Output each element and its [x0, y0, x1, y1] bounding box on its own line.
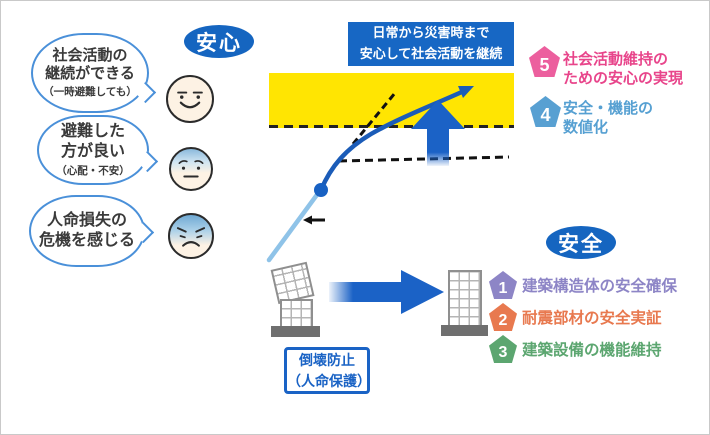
bubble-danger-line1: 人命損失の — [46, 212, 127, 230]
goal-4-text: 安全・機能の 数値化 — [563, 99, 653, 137]
bubble-evacuate-line1: 避難した — [60, 123, 125, 141]
worried-face-icon — [169, 147, 213, 191]
collapse-box-line2: （人命保護） — [287, 372, 371, 389]
goal-5-pentagon: 5 — [529, 46, 560, 77]
happy-face-icon — [166, 75, 214, 123]
goal-1-pentagon: 1 — [489, 271, 517, 299]
current-level-dashed-line — [338, 155, 510, 163]
goal-1-text: 建築構造体の安全確保 — [522, 278, 678, 295]
bubble-danger: 人命損失の 危機を感じる — [29, 195, 145, 267]
goal-1-number: 1 — [498, 280, 508, 297]
goal-5-line1: 社会活動維持の — [563, 51, 669, 68]
bubble-continue-line1: 社会活動の — [52, 46, 128, 64]
bubble-continue: 社会活動の 継続ができる （一時避難しても） — [31, 33, 149, 113]
current-design-range-box — [268, 185, 324, 260]
bubble-continue-note: （一時避難しても） — [43, 86, 137, 99]
goal-5-line2: ための安心の実現 — [563, 70, 684, 87]
banner-line1: 日常から災害時まで — [372, 25, 490, 41]
distressed-face-icon — [168, 213, 214, 259]
anzen-pill: 安全 — [546, 226, 616, 259]
goal-4-number: 4 — [540, 105, 551, 125]
anshin-pill: 安心 — [184, 25, 254, 58]
bubble-continue-line2: 継続ができる — [45, 65, 135, 82]
goal-4-line1: 安全・機能の — [563, 100, 654, 117]
collapse-box-line1: 倒壊防止 — [299, 352, 355, 369]
goal-2-number: 2 — [498, 312, 508, 329]
goal-4-pentagon: 4 — [530, 96, 561, 127]
banner-line2: 安心して社会活動を継続 — [359, 46, 503, 61]
collapse-prevention-box: 倒壊防止 （人命保護） — [284, 347, 371, 394]
right-arrow-icon — [329, 270, 444, 314]
goal-3-text: 建築設備の機能維持 — [522, 342, 662, 359]
goal-4-line2: 数値化 — [563, 119, 609, 136]
anzen-label: 安全 — [558, 232, 604, 256]
bubble-evacuate-note: （心配・不安） — [56, 164, 130, 177]
goal-5-text: 社会活動維持の ための安心の実現 — [563, 50, 683, 88]
goal-5-number: 5 — [539, 55, 550, 75]
goal-3-pentagon: 3 — [489, 335, 517, 363]
bubble-danger-line2: 危機を感じる — [38, 232, 135, 249]
bubble-evacuate: 避難した 方が良い （心配・不安） — [37, 115, 149, 185]
continuity-banner: 日常から災害時まで 安心して社会活動を継続 — [348, 22, 514, 66]
goal-3-number: 3 — [498, 344, 508, 361]
social-activity-band — [269, 73, 514, 128]
goal-2-pentagon: 2 — [489, 303, 517, 331]
bubble-evacuate-line2: 方が良い — [60, 143, 125, 160]
goal-2-text: 耐震部材の安全実証 — [522, 310, 662, 327]
anshin-label: 安心 — [196, 31, 242, 55]
